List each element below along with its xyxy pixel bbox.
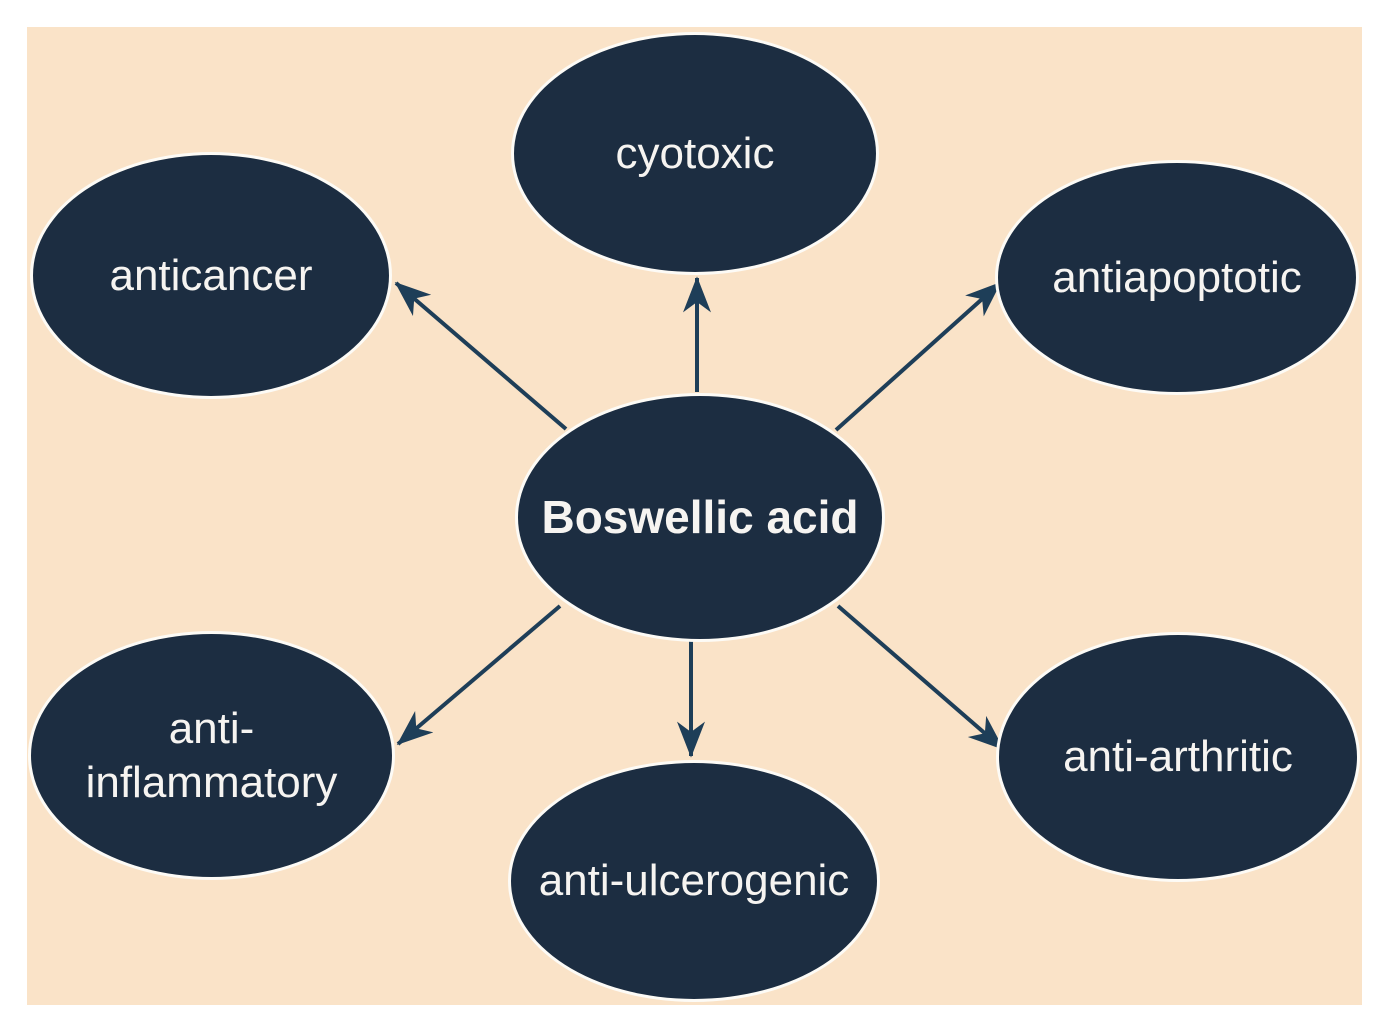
- node-anti-inflammatory: anti- inflammatory: [28, 631, 395, 880]
- node-anti-arthritic-label: anti-arthritic: [1063, 732, 1293, 782]
- node-boswellic-acid-label: Boswellic acid: [541, 491, 859, 544]
- node-antiapoptotic-label: antiapoptotic: [1052, 252, 1302, 302]
- node-anti-ulcerogenic-label: anti-ulcerogenic: [538, 856, 850, 906]
- node-anticancer: anticancer: [30, 152, 392, 399]
- node-anti-ulcerogenic: anti-ulcerogenic: [508, 760, 880, 1002]
- node-cytotoxic-label: cyotoxic: [615, 128, 775, 178]
- node-cytotoxic: cyotoxic: [511, 32, 879, 275]
- node-anti-inflammatory-label: anti- inflammatory: [85, 703, 338, 807]
- node-antiapoptotic: antiapoptotic: [995, 160, 1359, 395]
- node-anticancer-label: anticancer: [109, 250, 313, 300]
- node-anti-arthritic: anti-arthritic: [996, 632, 1360, 882]
- node-boswellic-acid: Boswellic acid: [515, 393, 885, 642]
